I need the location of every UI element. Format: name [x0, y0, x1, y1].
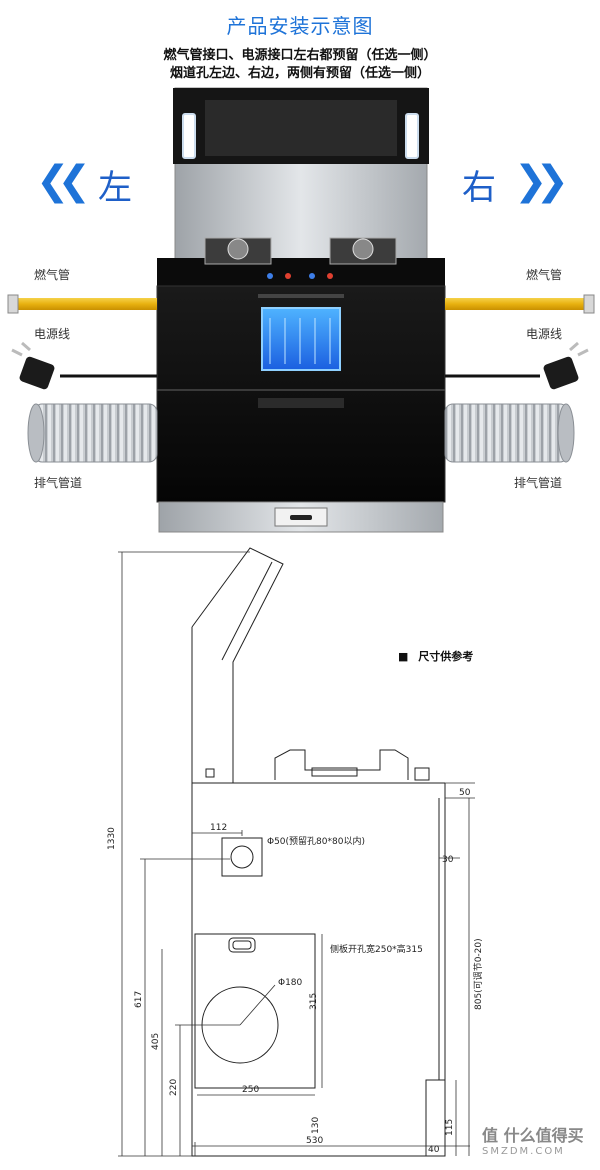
dim-gas-hole: Φ50(预留孔80*80以内) — [267, 835, 365, 847]
dim-side-cut: 侧板开孔宽250*高315 — [330, 943, 423, 955]
dim-width-112: 112 — [210, 823, 227, 833]
dim-height-805: 805(可调节0-20) — [473, 938, 484, 1010]
product-illustration — [7, 87, 595, 533]
direction-left: 左 — [98, 168, 132, 208]
exhaust-label-right: 排气管道 — [514, 476, 563, 490]
subtitle-line2: 烟道孔左边、右边，两侧有预留（任选一侧） — [169, 66, 430, 81]
dim-total-height: 1330 — [107, 827, 117, 850]
cabinet-body — [156, 285, 446, 533]
power-cord-right — [445, 341, 589, 390]
exhaust-label-left: 排气管道 — [34, 476, 83, 490]
dim-top-offset: 50 — [459, 788, 471, 798]
dim-220: 220 — [169, 1079, 179, 1096]
dim-617: 617 — [134, 991, 144, 1008]
direction-right: 右 — [462, 168, 496, 208]
reference-note-text: 尺寸供参考 — [418, 650, 474, 663]
reference-note: ■ 尺寸供参考 — [398, 648, 473, 664]
dim-diameter-180: Φ180 — [278, 978, 303, 988]
gas-pipe-label-right: 燃气管 — [526, 268, 563, 282]
power-cord-left — [11, 341, 157, 390]
dim-405: 405 — [151, 1033, 161, 1050]
dim-130: 130 — [311, 1117, 321, 1134]
dim-40: 40 — [428, 1145, 440, 1155]
range-hood — [173, 87, 429, 264]
gas-pipe-right — [445, 294, 595, 314]
dim-30: 30 — [442, 855, 454, 865]
power-label-right: 电源线 — [526, 327, 563, 341]
subtitle-line1: 燃气管接口、电源接口左右都预留（任选一侧） — [163, 48, 437, 63]
page-title: 产品安装示意图 — [226, 14, 374, 38]
power-label-left: 电源线 — [34, 327, 71, 341]
cooktop — [157, 237, 445, 286]
dim-115: 115 — [445, 1119, 455, 1136]
dim-250: 250 — [242, 1085, 259, 1095]
dimension-drawing: 1330 50 112 Φ50(预留孔80*80以内) 侧板开孔宽250*高31… — [107, 547, 484, 1157]
dim-315: 315 — [309, 993, 319, 1010]
exhaust-duct-left — [27, 403, 158, 463]
watermark-main: 值 什么值得买 — [482, 1126, 584, 1145]
gas-pipe-left — [7, 294, 157, 314]
square-bullet-icon: ■ — [398, 650, 409, 663]
watermark-sub: SMZDM.COM — [482, 1146, 565, 1157]
watermark: 值 什么值得买 SMZDM.COM — [482, 1122, 594, 1157]
gas-pipe-label-left: 燃气管 — [34, 268, 71, 282]
dim-530: 530 — [306, 1136, 323, 1146]
exhaust-duct-right — [444, 403, 575, 463]
